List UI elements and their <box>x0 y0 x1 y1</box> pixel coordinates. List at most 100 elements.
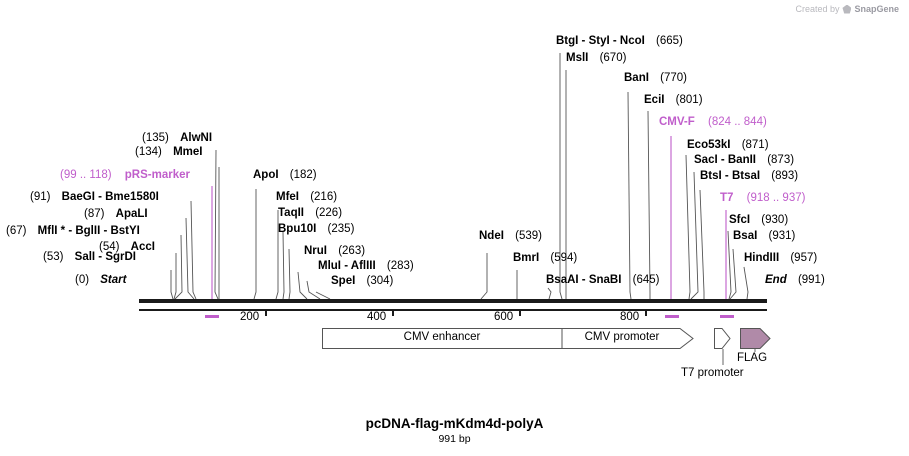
enzyme-label-sali-sgrdi: (53) SalI - SgrDI <box>43 251 136 264</box>
enzyme-position: (539) <box>515 230 542 242</box>
enzyme-position: (91) <box>30 191 51 203</box>
ruler-tick-label-400: 400 <box>367 311 387 323</box>
enzyme-names: MmeI <box>173 146 203 158</box>
enzyme-names: BtgI - StyI - NcoI <box>556 35 645 47</box>
primer-name: pRS-marker <box>124 169 190 181</box>
t7-promoter-label: T7 promoter <box>681 367 744 379</box>
enzyme-position: (283) <box>386 260 414 272</box>
start-position: (0) <box>75 274 90 286</box>
enzyme-label-sfci: SfcI (930) <box>729 214 788 227</box>
cmv-enhancer-promoter-arrow <box>322 328 694 349</box>
flag-label: FLAG <box>737 352 768 364</box>
plasmid-title: pcDNA-flag-mKdm4d-polyA <box>365 416 544 431</box>
enzyme-names: HindIII <box>744 252 780 264</box>
enzyme-position: (645) <box>632 274 660 286</box>
enzyme-label-bsaai-snabi: BsaAI - SnaBI (645) <box>546 274 659 287</box>
primer-range: (918 .. 937) <box>746 192 806 204</box>
enzyme-label-bpu10i: Bpu10I (235) <box>278 223 354 236</box>
enzyme-position: (235) <box>327 223 355 235</box>
enzyme-position: (770) <box>660 72 687 84</box>
start-text: Start <box>100 274 127 286</box>
enzyme-position: (893) <box>771 170 799 182</box>
enzyme-label-msli: MslI (670) <box>566 52 626 65</box>
enzyme-label-mlui-afliii: MluI - AflIII (283) <box>318 260 414 273</box>
snapgene-watermark: Created by SnapGene <box>795 4 899 14</box>
watermark-created-by: Created by <box>795 4 840 14</box>
enzyme-names: ApaLI <box>115 208 148 220</box>
enzyme-label-alwni: (135) AlwNI <box>142 132 212 145</box>
enzyme-position: (957) <box>790 252 818 264</box>
enzyme-label-bsai: BsaI (931) <box>733 230 795 243</box>
plasmid-length: 991 bp <box>438 433 471 445</box>
enzyme-position: (263) <box>338 245 366 257</box>
enzyme-names: AccI <box>130 241 155 253</box>
enzyme-names: NdeI <box>479 230 504 242</box>
primer-name: T7 <box>720 192 734 204</box>
enzyme-names: BtsI - BtsaI <box>700 170 761 182</box>
enzyme-names: MfeI <box>276 191 299 203</box>
enzyme-label-eco53ki: Eco53kI (871) <box>687 139 769 152</box>
primer-range: (99 .. 118) <box>60 169 112 181</box>
enzyme-label-mfli-bglii-bstyi: (67) MflI * - BglII - BstYI <box>6 225 140 238</box>
enzyme-position: (87) <box>84 208 105 220</box>
enzyme-position: (53) <box>43 251 64 263</box>
sequence-end-label: End (991) <box>765 274 825 287</box>
enzyme-names: NruI <box>304 245 327 257</box>
enzyme-label-ecii: EciI (801) <box>644 94 703 107</box>
enzyme-position: (931) <box>768 230 796 242</box>
enzyme-names: BsaAI - SnaBI <box>546 274 622 286</box>
t7-promoter-arrow <box>714 328 731 349</box>
enzyme-names: AlwNI <box>180 132 213 144</box>
enzyme-names: Eco53kI <box>687 139 731 151</box>
primer-label-cmv-f: CMV-F (824 .. 844) <box>659 116 767 129</box>
enzyme-names: ApoI <box>253 169 279 181</box>
primer-label-t7: T7 (918 .. 937) <box>720 192 805 205</box>
primer-range: (824 .. 844) <box>707 116 767 128</box>
enzyme-label-mmei: (134) MmeI <box>135 146 202 159</box>
enzyme-names: MluI - AflIII <box>318 260 376 272</box>
enzyme-position: (226) <box>315 207 343 219</box>
enzyme-names: MslI <box>566 52 589 64</box>
enzyme-names: TaqII <box>278 207 304 219</box>
enzyme-label-hindiii: HindIII (957) <box>744 252 817 265</box>
plasmid-backbone <box>139 299 767 303</box>
enzyme-names: BmrI <box>513 252 540 264</box>
enzyme-names: BsaI <box>733 230 758 242</box>
snapgene-logo-icon <box>842 4 852 14</box>
primer-bar-t7 <box>720 315 734 318</box>
watermark-brand: SnapGene <box>854 4 899 14</box>
enzyme-label-apali: (87) ApaLI <box>84 208 148 221</box>
enzyme-label-spei: SpeI (304) <box>331 275 393 288</box>
enzyme-position: (134) <box>135 146 162 158</box>
primer-label-prs-marker: (99 .. 118) pRS-marker <box>60 169 190 182</box>
sequence-start-label: (0) Start <box>75 274 126 287</box>
ruler-tick-800 <box>645 309 647 316</box>
ruler-tick-200 <box>265 309 267 316</box>
enzyme-position: (135) <box>142 132 169 144</box>
enzyme-position: (304) <box>366 275 394 287</box>
enzyme-label-saci-banii: SacI - BanII (873) <box>694 154 794 167</box>
ruler-tick-400 <box>392 309 394 316</box>
enzyme-position: (54) <box>99 241 120 253</box>
enzyme-label-btsi-btsai: BtsI - BtsaI (893) <box>700 170 798 183</box>
enzyme-position: (871) <box>741 139 769 151</box>
enzyme-position: (216) <box>310 191 338 203</box>
enzyme-position: (67) <box>6 225 27 237</box>
enzyme-names: EciI <box>644 94 665 106</box>
enzyme-names: SalI - SgrDI <box>74 251 137 263</box>
enzyme-position: (801) <box>675 94 703 106</box>
end-text: End <box>765 274 787 286</box>
enzyme-label-taqii: TaqII (226) <box>278 207 342 220</box>
cmv-promoter-label: CMV promoter <box>584 331 660 343</box>
enzyme-names: SpeI <box>331 275 356 287</box>
enzyme-names: SfcI <box>729 214 751 226</box>
enzyme-label-nrui: NruI (263) <box>304 245 365 258</box>
primer-name: CMV-F <box>659 116 695 128</box>
ruler-tick-label-200: 200 <box>240 311 260 323</box>
enzyme-position: (670) <box>599 52 627 64</box>
enzyme-label-bmri: BmrI (594) <box>513 252 577 265</box>
ruler-axis <box>139 309 767 311</box>
ruler-tick-label-600: 600 <box>494 311 514 323</box>
enzyme-position: (930) <box>761 214 789 226</box>
